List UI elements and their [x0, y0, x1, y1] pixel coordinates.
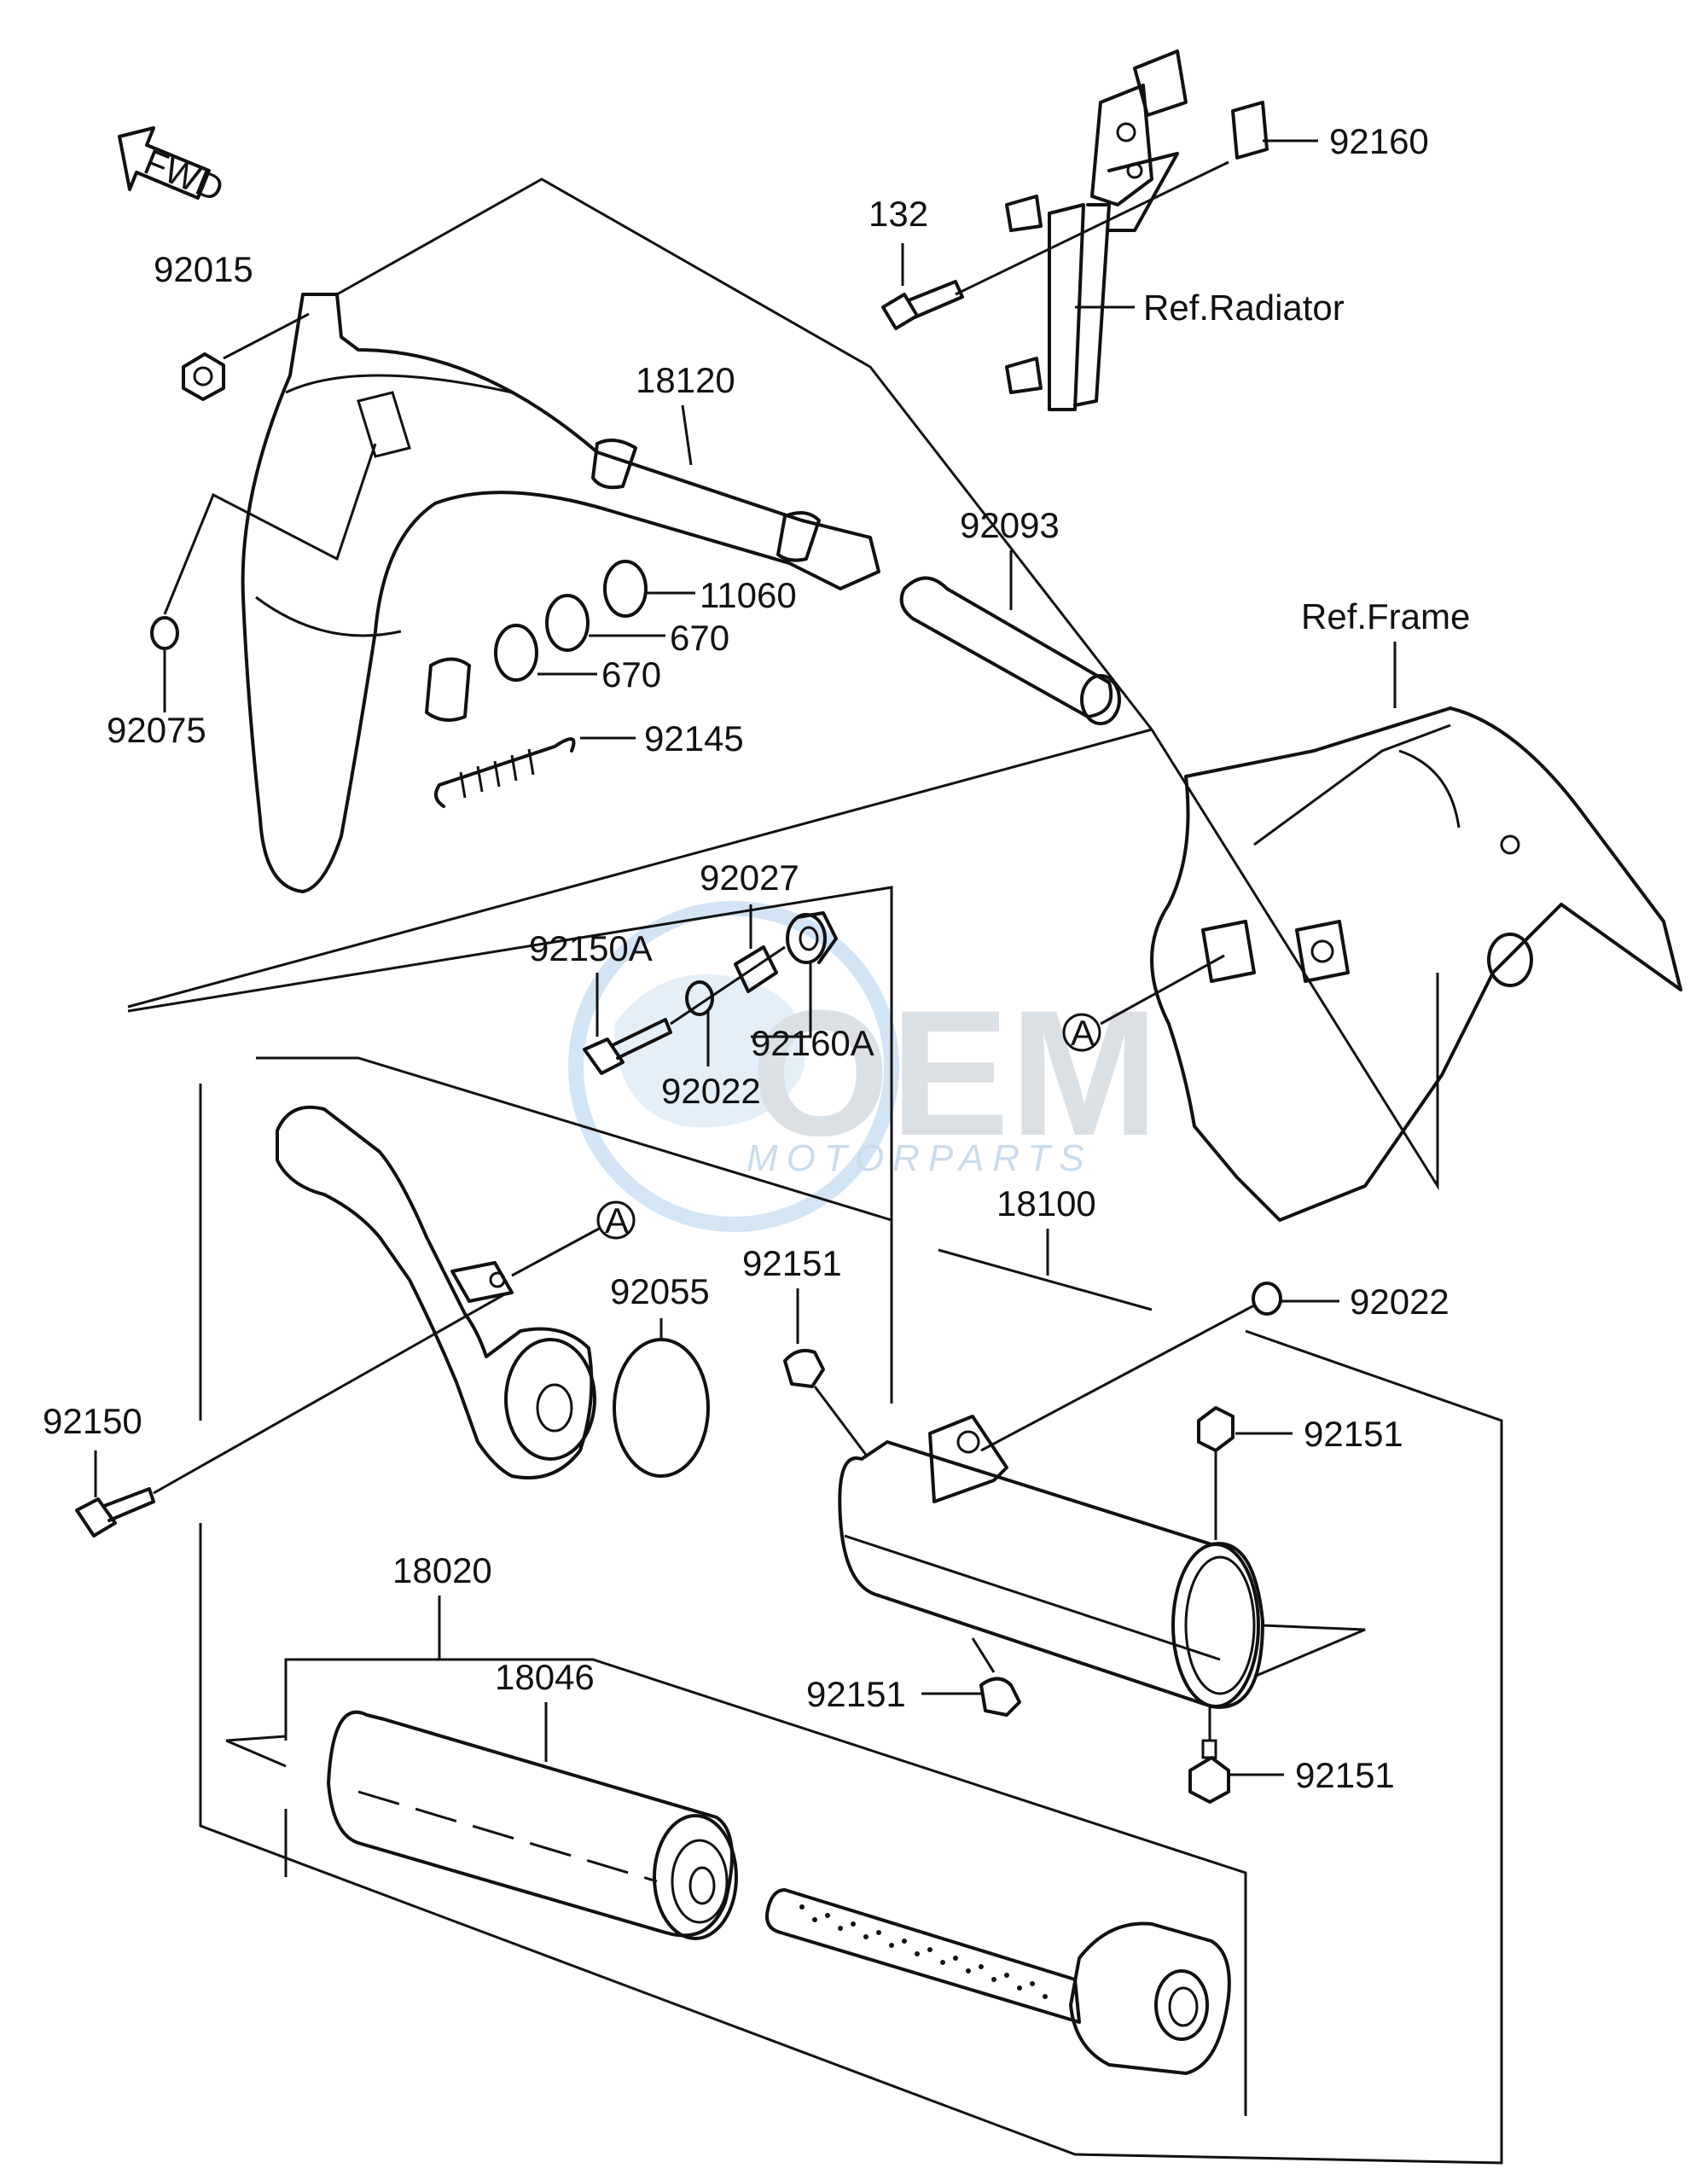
- bolt-92150A: [583, 1018, 672, 1075]
- collar-92027: [734, 945, 778, 993]
- group-outline-expansion-chamber: [336, 177, 1153, 730]
- rubber-92160A: [786, 911, 838, 964]
- watermark-sub: MOTORPARTS: [747, 1137, 1093, 1179]
- label-18120: 18120: [636, 360, 735, 400]
- bolt-92151-b: [1197, 1406, 1235, 1452]
- label-92160: 92160: [1329, 121, 1429, 161]
- grommet-92075: [150, 616, 179, 650]
- bolt-92150: [75, 1487, 155, 1537]
- label-92022-a: 92022: [661, 1071, 761, 1111]
- bolt-92151-a: [783, 1349, 825, 1388]
- callout-a-pipe: A: [596, 1200, 636, 1241]
- label-92150: 92150: [43, 1401, 142, 1441]
- label-18020: 18020: [392, 1550, 492, 1590]
- label-92022-b: 92022: [1350, 1282, 1449, 1322]
- callout-a-pipe-text: A: [605, 1200, 629, 1241]
- fwd-arrow-icon: FWD: [118, 126, 229, 209]
- bolt-92151-d: [1188, 1739, 1230, 1804]
- gasket-92055: [613, 1338, 710, 1478]
- watermark: OEM MOTORPARTS: [568, 901, 1159, 1232]
- callout-a-frame-text: A: [1071, 1013, 1095, 1053]
- o-ring-670-a: [545, 594, 590, 652]
- washer-92022-a: [685, 980, 714, 1016]
- label-18100: 18100: [996, 1183, 1096, 1224]
- label-92055: 92055: [610, 1271, 710, 1311]
- label-92075: 92075: [107, 710, 206, 750]
- watermark-brand: OEM: [751, 973, 1159, 1173]
- nut-92015: [182, 352, 225, 401]
- label-670-a: 670: [670, 618, 729, 658]
- ref-frame: [1150, 706, 1682, 1222]
- fwd-label: FWD: [138, 142, 229, 209]
- group-outline-silencer: [256, 1056, 892, 1222]
- header-pipe: [276, 1105, 596, 1479]
- label-92151-a: 92151: [742, 1243, 842, 1283]
- group-outline-18020: [284, 1658, 1247, 2116]
- bolt-132: [881, 280, 964, 330]
- label-ref-frame: Ref.Frame: [1301, 596, 1470, 637]
- sleeve-92093: [899, 576, 1121, 725]
- expansion-chamber-18120: [241, 293, 880, 893]
- label-11060: 11060: [700, 575, 797, 615]
- label-92151-b: 92151: [1304, 1414, 1403, 1454]
- muffler-18100: [838, 1415, 1366, 1709]
- label-92160A: 92160A: [751, 1023, 874, 1063]
- washer-92022-b: [1252, 1282, 1282, 1316]
- label-ref-radiator: Ref.Radiator: [1143, 288, 1345, 328]
- label-670-b: 670: [601, 654, 661, 695]
- silencer-core: [765, 1888, 1231, 2075]
- spring-92145: [434, 737, 576, 808]
- label-132: 132: [869, 194, 928, 234]
- label-92015: 92015: [154, 249, 253, 289]
- group-outline-hardware: [127, 886, 893, 1404]
- bolt-92151-c: [979, 1677, 1021, 1717]
- label-92151-d: 92151: [1295, 1755, 1395, 1795]
- o-ring-670-b: [494, 624, 538, 682]
- label-18046: 18046: [495, 1657, 595, 1697]
- label-92150A: 92150A: [529, 928, 653, 968]
- o-ring-11060: [603, 560, 648, 618]
- label-92093: 92093: [960, 505, 1060, 545]
- label-92151-c: 92151: [806, 1674, 906, 1714]
- label-92145: 92145: [644, 718, 744, 759]
- radiator-bracket: [1005, 49, 1269, 411]
- label-92027: 92027: [700, 857, 799, 898]
- callout-a-frame: A: [1062, 1013, 1101, 1053]
- silencer-18046: [327, 1710, 738, 1940]
